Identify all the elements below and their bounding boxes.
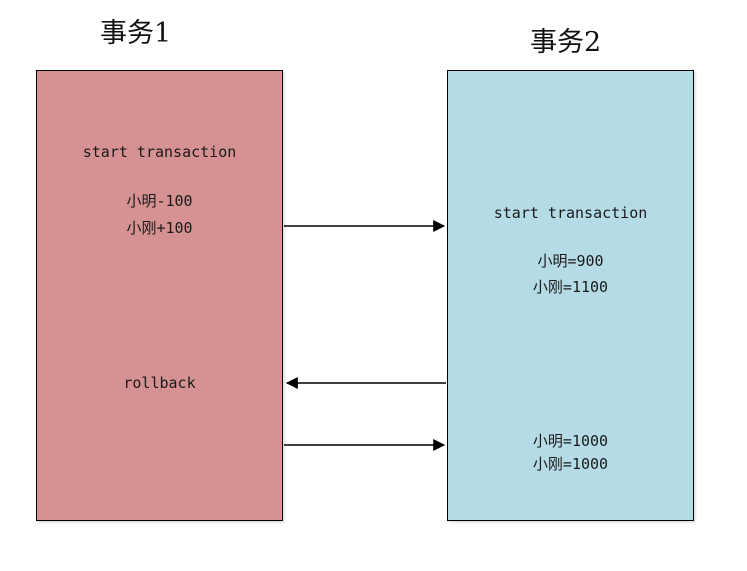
tx1-credit-label: 小刚+100 [126,219,193,237]
tx2-read-xiaoming-1000-label: 小明=1000 [532,432,609,450]
tx1-debit-label: 小明-100 [126,192,193,210]
tx2-box: start transaction 小明=900 小刚=1100 小明=1000… [447,70,694,521]
tx1-rollback-label: rollback [123,374,196,392]
tx2-read-xiaogang-1100-label: 小刚=1100 [532,278,609,296]
tx2-read-xiaogang-1000-label: 小刚=1000 [532,455,609,473]
tx2-title: 事务2 [530,27,602,58]
tx1-title: 事务1 [100,18,172,49]
tx1-box: start transaction 小明-100 小刚+100 rollback [36,70,283,521]
tx1-start-transaction-label: start transaction [82,143,237,161]
tx2-read-xiaoming-900-label: 小明=900 [537,252,604,270]
tx2-start-transaction-label: start transaction [493,204,648,222]
